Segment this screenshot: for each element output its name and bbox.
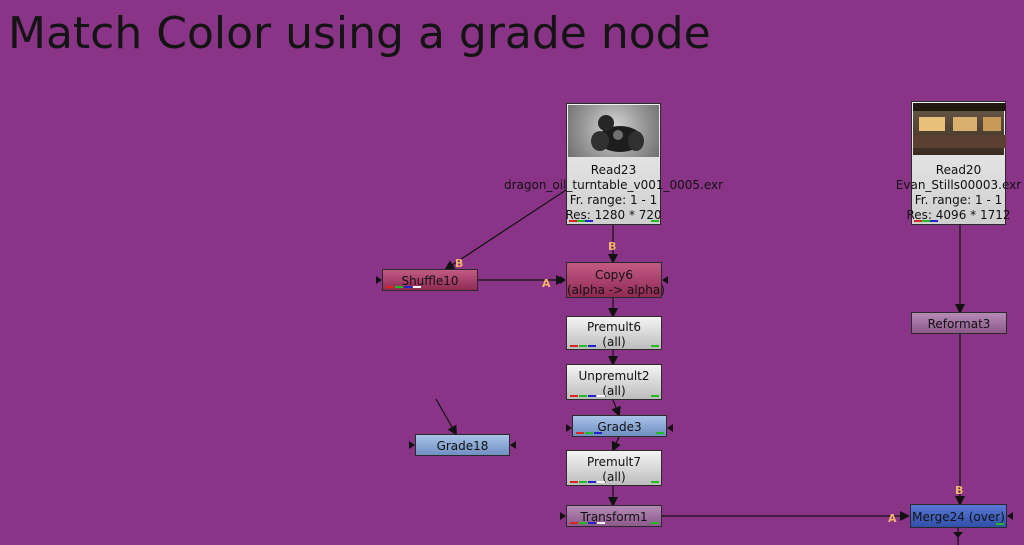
node-read23-name: Read23 — [590, 163, 637, 177]
channel-blue — [588, 345, 596, 347]
node-read23-range: Fr. range: 1 - 1 — [569, 193, 658, 207]
node-read20[interactable]: Read20 Evan_Stills00003.exr Fr. range: 1… — [896, 101, 1021, 225]
node-premult6-sub: (all) — [602, 335, 626, 349]
node-premult7-sub: (all) — [602, 470, 626, 484]
node-side-arrow — [510, 441, 516, 449]
read20-thumbnail — [913, 103, 1006, 155]
wire-read23-shuffle10 — [444, 189, 567, 271]
channel-alpha — [597, 481, 605, 483]
node-side-arrow — [662, 276, 668, 284]
channel-red — [569, 220, 577, 222]
channel-blue — [594, 432, 602, 434]
node-shuffle10[interactable]: Shuffle10 — [382, 269, 478, 291]
node-reformat3-label: Reformat3 — [927, 317, 991, 331]
channel-alpha — [597, 395, 605, 397]
channel-blue — [404, 286, 412, 288]
node-grade3[interactable]: Grade3 — [572, 415, 667, 437]
wire-input-grade18 — [435, 398, 457, 436]
channel-output — [996, 523, 1004, 525]
node-read23[interactable]: Read23 dragon_oil_turntable_v001_0005.ex… — [504, 103, 723, 225]
channel-green — [579, 345, 587, 347]
input-tag-a: A — [542, 277, 551, 290]
node-read20-range: Fr. range: 1 - 1 — [914, 193, 1003, 207]
channel-green — [922, 220, 930, 222]
channel-blue — [588, 395, 596, 397]
node-unpremult2-label: Unpremult2 — [578, 369, 650, 383]
input-tag-b: B — [955, 484, 964, 497]
node-side-arrow — [1007, 512, 1013, 520]
channel-blue — [930, 220, 938, 222]
channel-green — [579, 481, 587, 483]
node-grade3-label: Grade3 — [597, 420, 642, 434]
node-read20-file: Evan_Stills00003.exr — [895, 178, 1022, 192]
channel-red — [570, 395, 578, 397]
channel-blue — [588, 481, 596, 483]
node-side-arrow — [409, 441, 415, 449]
node-unpremult2[interactable]: Unpremult2 (all) — [566, 364, 662, 400]
channel-green — [579, 522, 587, 524]
node-transform1-label: Transform1 — [580, 510, 648, 524]
node-reformat3[interactable]: Reformat3 — [911, 312, 1007, 334]
node-merge24-label: Merge24 (over) — [912, 510, 1005, 524]
node-side-arrow — [566, 424, 572, 432]
channel-alpha — [597, 522, 605, 524]
node-merge24[interactable]: Merge24 (over) — [910, 504, 1007, 528]
node-side-arrow — [560, 512, 566, 520]
channel-green — [577, 220, 585, 222]
page-title: Match Color using a grade node — [8, 8, 711, 59]
node-read23-file: dragon_oil_turntable_v001_0005.exr — [503, 178, 724, 192]
node-unpremult2-sub: (all) — [602, 384, 626, 398]
channel-output — [651, 395, 659, 397]
node-side-arrow — [376, 276, 382, 284]
channel-output — [651, 220, 659, 222]
node-side-arrow — [667, 424, 673, 432]
node-grade18[interactable]: Grade18 — [415, 434, 510, 456]
node-transform1[interactable]: Transform1 — [566, 505, 662, 527]
channel-output — [651, 345, 659, 347]
input-tag-b: B — [608, 240, 617, 253]
channel-alpha — [413, 286, 421, 288]
channel-blue — [585, 220, 593, 222]
channel-output — [656, 432, 664, 434]
node-read20-name: Read20 — [935, 163, 982, 177]
node-premult7[interactable]: Premult7 (all) — [566, 450, 662, 486]
node-side-arrow — [560, 276, 566, 284]
read23-thumbnail — [568, 105, 659, 157]
node-read20-res: Res: 4096 * 1712 — [906, 208, 1011, 222]
node-copy6[interactable]: Copy6 (alpha -> alpha) — [566, 262, 665, 298]
channel-red — [914, 220, 922, 222]
wire-unpremult2-grade3 — [611, 399, 621, 417]
channel-red — [570, 481, 578, 483]
channel-output — [651, 522, 659, 524]
channel-output — [651, 481, 659, 483]
node-output-arrow — [953, 532, 963, 538]
node-premult6[interactable]: Premult6 (all) — [566, 316, 662, 350]
wire-grade3-premult7 — [611, 436, 621, 452]
node-grade18-label: Grade18 — [436, 439, 489, 453]
room-thumbnail-icon — [913, 103, 1006, 148]
channel-red — [386, 286, 394, 288]
input-tag-a: A — [888, 512, 897, 525]
node-read23-res: Res: 1280 * 720 — [565, 208, 662, 222]
channel-red — [570, 522, 578, 524]
node-shuffle10-label: Shuffle10 — [401, 274, 459, 288]
channel-red — [570, 345, 578, 347]
channel-green — [585, 432, 593, 434]
channel-green — [579, 395, 587, 397]
node-copy6-label: Copy6 — [594, 268, 634, 282]
channel-green — [395, 286, 403, 288]
node-copy6-sub: (alpha -> alpha) — [567, 283, 665, 297]
channel-blue — [588, 522, 596, 524]
dragon-thumbnail-icon — [591, 115, 644, 152]
channel-red — [576, 432, 584, 434]
node-premult6-label: Premult6 — [586, 320, 642, 334]
node-premult7-label: Premult7 — [586, 455, 642, 469]
input-tag-b: B — [455, 257, 464, 270]
